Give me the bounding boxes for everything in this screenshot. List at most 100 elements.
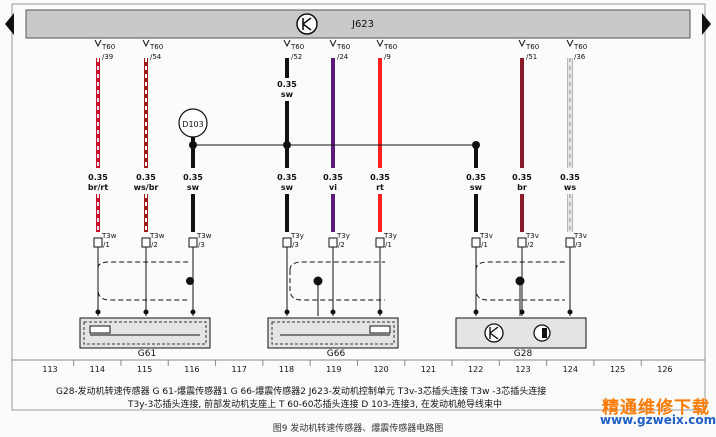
component-g66: G66 bbox=[267, 317, 399, 359]
ruler-tick-label: 117 bbox=[232, 365, 247, 374]
ruler-tick-label: 115 bbox=[137, 365, 152, 374]
terminal-dot bbox=[473, 309, 479, 315]
plug-pin-label: /1 bbox=[481, 241, 488, 249]
pin-arrow-icon bbox=[94, 39, 102, 48]
wire-color-code: vi bbox=[329, 183, 337, 192]
wire-color-code: ws/br bbox=[134, 183, 159, 192]
plug-pin-label: /1 bbox=[103, 241, 110, 249]
left-arrow-icon bbox=[5, 13, 14, 35]
pin-num-label: /52 bbox=[291, 53, 302, 61]
pin-num-label: /39 bbox=[102, 53, 113, 61]
pin-num-label: /9 bbox=[384, 53, 391, 61]
wire-gauge: 0.35 bbox=[560, 173, 580, 182]
ruler-tick-label: 118 bbox=[279, 365, 294, 374]
pin-num-label: /54 bbox=[150, 53, 162, 61]
terminal-dot bbox=[143, 309, 149, 315]
figure-caption: 图9 发动机转速传感器、爆震传感器电路图 bbox=[272, 424, 444, 434]
pin-top-label: T60 bbox=[336, 43, 350, 51]
terminal-dot bbox=[284, 309, 290, 315]
plug-label: T3v bbox=[573, 232, 587, 240]
g28-label: G28 bbox=[514, 349, 533, 359]
ruler-tick-label: 113 bbox=[42, 365, 57, 374]
plug-pin-label: /2 bbox=[527, 241, 534, 249]
plug-label: T3y bbox=[336, 232, 350, 240]
pin-num-label: /36 bbox=[574, 53, 586, 61]
pin-arrow-icon bbox=[518, 39, 526, 48]
ruler-tick-label: 116 bbox=[184, 365, 199, 374]
shield-loops bbox=[97, 261, 565, 301]
pin-top-label: T60 bbox=[573, 43, 587, 51]
plug-label: T3w bbox=[149, 232, 165, 240]
plug-label: T3v bbox=[525, 232, 539, 240]
wires-layer: T60/390.35br/rtT3w/1T60/540.35ws/brT3w/2… bbox=[88, 39, 587, 316]
pin-top-label: T60 bbox=[101, 43, 115, 51]
right-arrow-icon bbox=[702, 13, 711, 35]
plug-icon bbox=[565, 237, 575, 248]
wire-color-code: sw bbox=[281, 183, 294, 192]
pin-arrow-icon bbox=[142, 39, 150, 48]
terminal-dot bbox=[330, 309, 336, 315]
ground-node: D103 bbox=[178, 108, 480, 149]
ruler-tick-label: 125 bbox=[610, 365, 625, 374]
wire-gauge: 0.35 bbox=[183, 173, 203, 182]
pin-arrow-icon bbox=[376, 39, 384, 48]
watermark-title: 精通维修下载 bbox=[602, 398, 710, 418]
terminal-dot bbox=[95, 309, 101, 315]
terminal-dot bbox=[567, 309, 573, 315]
plug-pin-label: /3 bbox=[575, 241, 582, 249]
component-g61: G61 bbox=[79, 317, 211, 359]
plug-label: T3v bbox=[479, 232, 493, 240]
wire-color-code: br/rt bbox=[88, 183, 109, 192]
wire-color-code: ws bbox=[564, 183, 576, 192]
plug-icon bbox=[188, 237, 198, 248]
ecu-label: J623 bbox=[351, 19, 374, 30]
pin-top-label: T60 bbox=[149, 43, 163, 51]
plug-icon bbox=[93, 237, 103, 248]
pin-arrow-icon bbox=[566, 39, 574, 48]
wire-gauge: 0.35 bbox=[370, 173, 390, 182]
wire-color-code: br bbox=[517, 183, 527, 192]
wire-gauge-upper: 0.35 bbox=[277, 80, 297, 89]
plug-label: T3y bbox=[290, 232, 304, 240]
wire-gauge: 0.35 bbox=[88, 173, 108, 182]
wire-gauge: 0.35 bbox=[136, 173, 156, 182]
terminal-dot bbox=[377, 309, 383, 315]
shield-drains bbox=[186, 276, 525, 316]
ruler-tick-label: 121 bbox=[421, 365, 436, 374]
ecu-bar: J623 bbox=[5, 9, 711, 39]
ruler-tick-label: 123 bbox=[515, 365, 530, 374]
plug-icon bbox=[282, 237, 292, 248]
ruler-tick-label: 124 bbox=[563, 365, 578, 374]
pin-arrow-icon bbox=[329, 39, 337, 48]
ecu-symbol-icon bbox=[296, 13, 318, 35]
plug-pin-label: /3 bbox=[198, 241, 205, 249]
terminal-dot bbox=[519, 309, 525, 315]
wire-gauge: 0.35 bbox=[466, 173, 486, 182]
diagram-frame bbox=[11, 3, 706, 411]
plug-icon bbox=[328, 237, 338, 248]
pin-num-label: /51 bbox=[526, 53, 537, 61]
plug-pin-label: /2 bbox=[338, 241, 345, 249]
ruler-tick-label: 114 bbox=[90, 365, 105, 374]
terminal-dot bbox=[190, 309, 196, 315]
plug-label: T3y bbox=[383, 232, 397, 240]
watermark-url: www.gzweix.com bbox=[600, 413, 716, 427]
plug-label: T3w bbox=[101, 232, 117, 240]
component-g28: G28 bbox=[455, 317, 587, 359]
plug-icon bbox=[375, 237, 385, 248]
wire-color-code: rt bbox=[376, 183, 384, 192]
plug-icon bbox=[141, 237, 151, 248]
wire-gauge: 0.35 bbox=[512, 173, 532, 182]
plug-icon bbox=[517, 237, 527, 248]
plug-pin-label: /2 bbox=[151, 241, 158, 249]
